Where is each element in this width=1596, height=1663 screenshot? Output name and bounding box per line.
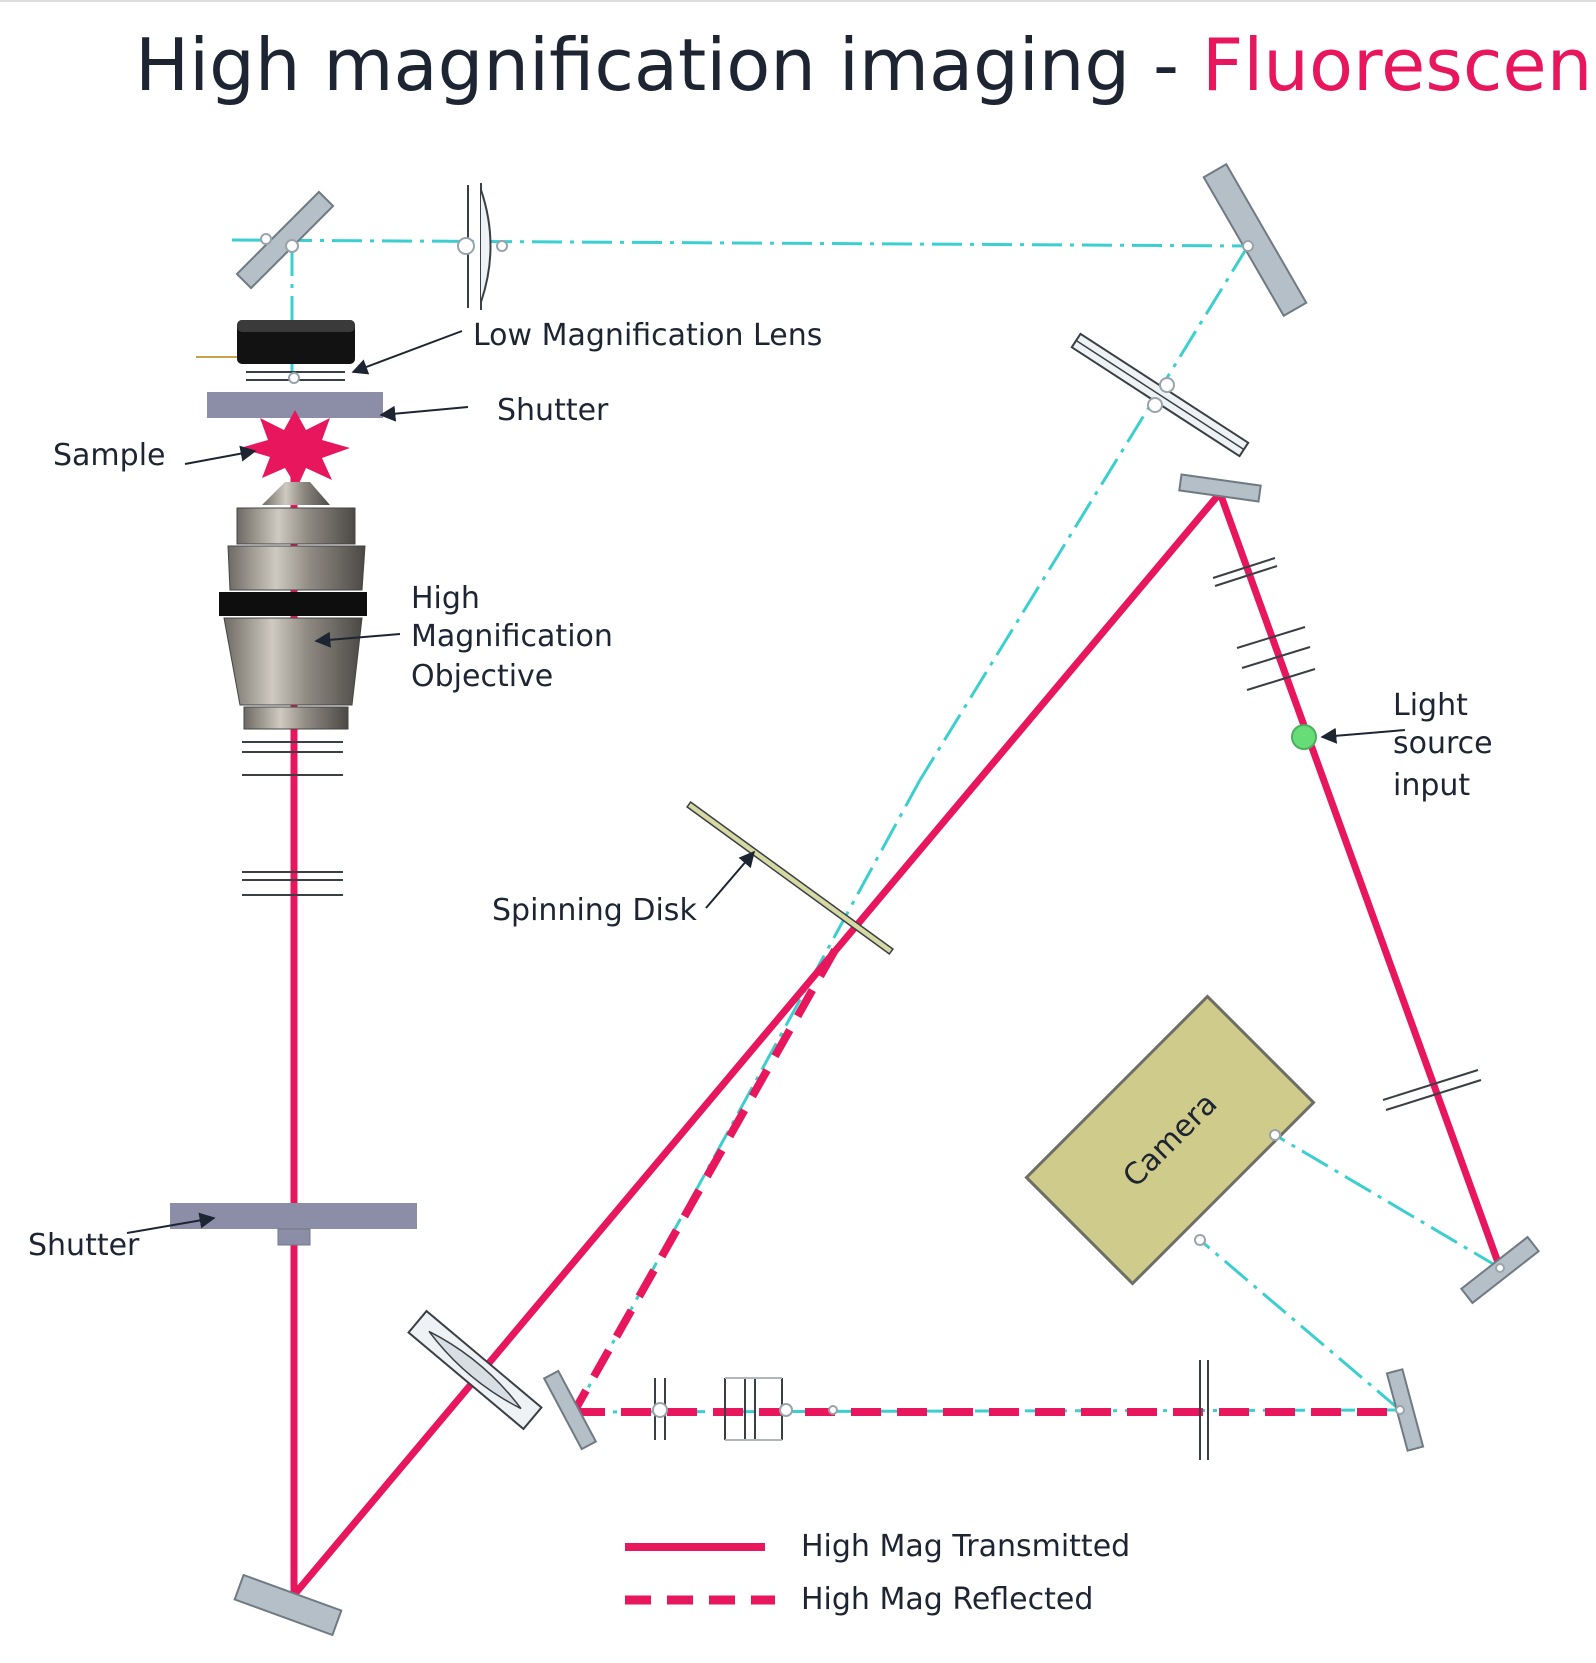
label-light-source-3: input (1393, 768, 1470, 803)
label-objective-2: Magnification (411, 619, 613, 654)
bottom-lens-right (1199, 1360, 1209, 1460)
node-bottom-lens-b (779, 1403, 793, 1417)
node-right-mirror (1495, 1263, 1505, 1273)
bottom-lens-group (724, 1377, 783, 1441)
low-mag-path (231, 238, 1501, 1414)
label-light-source: Light source input (1393, 688, 1502, 803)
label-low-mag-lens: Low Magnification Lens (473, 318, 822, 353)
label-light-source-1: Light (1393, 688, 1468, 723)
arrow-shutter-top (379, 405, 469, 422)
title-accent: Fluorescence (1202, 23, 1596, 107)
label-sample: Sample (53, 438, 166, 473)
legend-reflected-label: High Mag Reflected (801, 1582, 1093, 1617)
label-objective-3: Objective (411, 659, 553, 694)
node-low-mag (288, 372, 300, 384)
camera: Camera (1024, 994, 1316, 1286)
apex-mirror (1178, 473, 1262, 503)
lower-left-lens (407, 1309, 543, 1431)
node-bottom-right (1395, 1405, 1405, 1415)
node-bottom-lens-c (828, 1405, 838, 1415)
arrow-light-source (1320, 727, 1406, 744)
label-objective-1: High (411, 581, 480, 616)
node-upper-right-lens-a (1159, 377, 1175, 393)
arrow-sample (184, 445, 257, 465)
node-bottom-lens-a (652, 1402, 668, 1418)
node-top-right (1242, 240, 1254, 252)
diagram-title: High magnification imaging - Fluorescenc… (135, 23, 1596, 107)
label-shutter-bottom: Shutter (28, 1228, 140, 1263)
legend: High Mag Transmitted High Mag Reflected (625, 1529, 1130, 1617)
low-mag-lens (196, 320, 355, 381)
reflected-beam (571, 948, 1400, 1416)
spinning-disk (686, 801, 894, 955)
arrow-low-mag-lens (351, 330, 463, 375)
node-camera-b (1194, 1234, 1206, 1246)
label-spinning-disk: Spinning Disk (492, 893, 697, 928)
node-top-left (285, 239, 299, 253)
node-camera-a (1269, 1129, 1281, 1141)
node-top-lens-a (457, 237, 475, 255)
shutter-bottom (170, 1203, 417, 1229)
lower-tube-lens (242, 871, 343, 896)
bottom-mirror-left (542, 1369, 598, 1451)
top-lens (467, 183, 492, 310)
light-source-node (1291, 724, 1317, 750)
label-objective: High Magnification Objective (411, 581, 622, 694)
label-shutter-top: Shutter (497, 393, 609, 428)
arrow-objective (314, 631, 401, 648)
node-top-left-2 (260, 233, 272, 245)
label-light-source-2: source (1393, 726, 1493, 761)
upper-right-lens (1070, 332, 1250, 458)
sample-star (240, 410, 350, 488)
node-upper-right-lens-b (1147, 397, 1163, 413)
shutter-bottom-tab (277, 1228, 311, 1246)
right-leg-filters (1212, 557, 1482, 1111)
legend-transmitted-label: High Mag Transmitted (801, 1529, 1130, 1564)
arrow-shutter-bottom (126, 1212, 216, 1234)
bottom-left-mirror (233, 1573, 343, 1637)
node-top-lens-b (496, 240, 508, 252)
title-main: High magnification imaging - (135, 23, 1202, 107)
arrow-spinning-disk (705, 850, 756, 909)
